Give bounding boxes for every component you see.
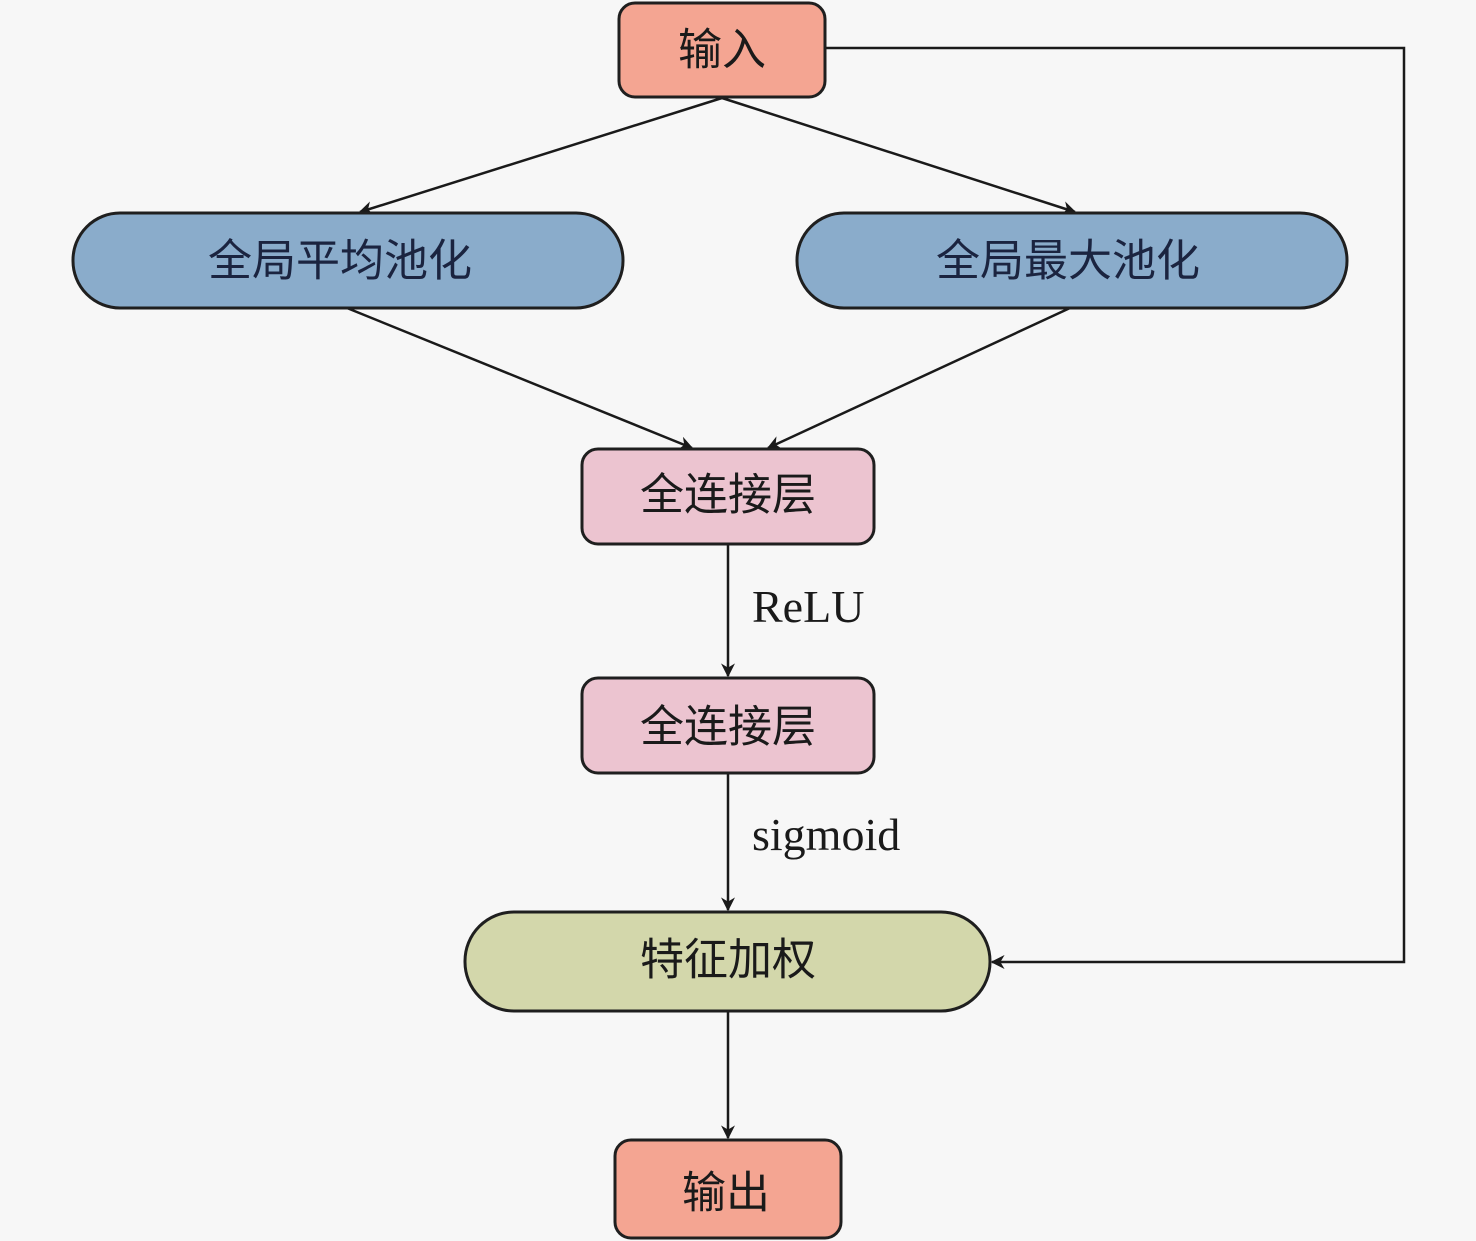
node-gap-box <box>71 211 625 310</box>
node-fc2-label: 全连接层 <box>640 702 816 753</box>
node-feature-weighting: 特征加权 <box>463 910 992 1013</box>
edge-input-to-gmp <box>721 96 1077 215</box>
node-input-box <box>617 1 827 99</box>
node-gap-label: 全局平均池化 <box>208 236 472 287</box>
node-fc2: 全连接层 <box>580 676 876 775</box>
edges <box>346 46 1406 1140</box>
node-fc2-box <box>580 676 876 775</box>
node-weight-label: 特征加权 <box>640 935 816 986</box>
node-global-max-pool: 全局最大池化 <box>795 211 1349 310</box>
node-weight-box <box>463 910 992 1013</box>
node-input: 输入 <box>617 1 827 99</box>
node-gmp-label: 全局最大池化 <box>936 236 1200 287</box>
edge-gmp-to-fc1 <box>766 306 1071 450</box>
node-output-label: 输出 <box>682 1168 770 1219</box>
edge-gap-to-fc1 <box>346 306 694 450</box>
node-output: 输出 <box>613 1138 843 1240</box>
edge-label-sigmoid: sigmoid <box>752 809 900 860</box>
node-output-box <box>613 1138 843 1240</box>
node-fc1-label: 全连接层 <box>640 470 816 521</box>
node-input-label: 输入 <box>678 25 766 76</box>
node-gmp-box <box>795 211 1349 310</box>
edge-input-skip-to-weight <box>826 46 1406 969</box>
edge-input-to-gap <box>358 96 723 215</box>
node-fc1: 全连接层 <box>580 447 876 546</box>
node-fc1-box <box>580 447 876 546</box>
node-global-avg-pool: 全局平均池化 <box>71 211 625 310</box>
edge-label-relu: ReLU <box>752 581 864 632</box>
